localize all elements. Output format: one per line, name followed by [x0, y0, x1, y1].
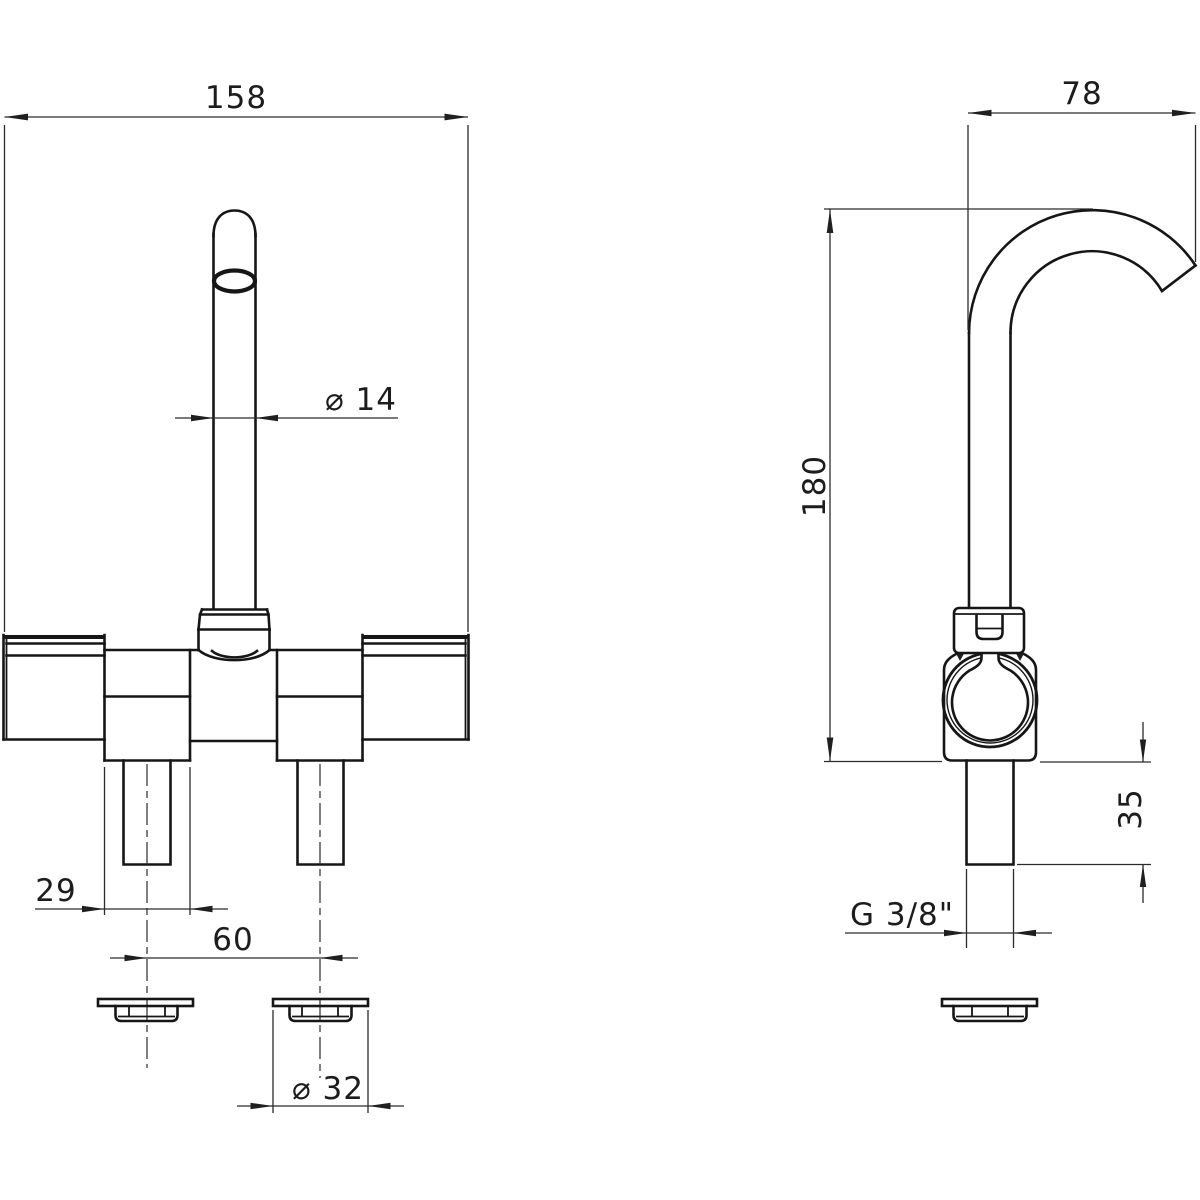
dimension-spout-reach: 78 [967, 76, 1197, 330]
front-right-handle [361, 633, 470, 741]
side-shank [965, 759, 1015, 866]
side-spout [967, 208, 1198, 610]
side-view [940, 208, 1198, 1023]
dimension-overall-width: 158 [3, 80, 469, 632]
dimension-thread-size: G 3/8" [845, 869, 1052, 948]
dim-overall-width-label: 158 [205, 80, 267, 116]
front-spout [211, 209, 258, 611]
dim-inlet-centres-label: 60 [212, 922, 253, 958]
front-tailpieces [122, 759, 345, 866]
front-left-handle [2, 633, 106, 741]
dim-shank-length-label: 35 [1113, 788, 1149, 829]
dim-spout-diameter-label: ⌀ 14 [325, 382, 397, 418]
dimension-spout-diameter: ⌀ 14 [175, 382, 398, 422]
front-valve-body [103, 633, 364, 762]
dim-overall-height-label: 180 [797, 455, 833, 517]
ring-handle-hole [950, 651, 1030, 742]
dimension-handle-offset: 29 [35, 767, 228, 915]
spout-outlet-ellipse [211, 268, 258, 294]
side-collar [952, 606, 1026, 655]
dimension-overall-height: 180 [797, 208, 1093, 763]
front-left-flange [96, 997, 195, 1023]
dim-thread-size-label: G 3/8" [850, 897, 954, 933]
dimension-shank-length: 35 [1017, 722, 1151, 903]
front-view [2, 209, 470, 1078]
side-body [941, 651, 1039, 762]
dim-spout-reach-label: 78 [1061, 76, 1102, 112]
dim-handle-offset-label: 29 [35, 873, 76, 909]
dimension-inlet-centres: 60 [110, 922, 358, 962]
front-spout-base-nut [196, 607, 272, 662]
dim-flange-diameter-label: ⌀ 32 [292, 1071, 364, 1107]
side-flange [940, 997, 1039, 1023]
dimension-flange-diameter: ⌀ 32 [237, 1010, 404, 1113]
front-right-flange [271, 997, 370, 1023]
